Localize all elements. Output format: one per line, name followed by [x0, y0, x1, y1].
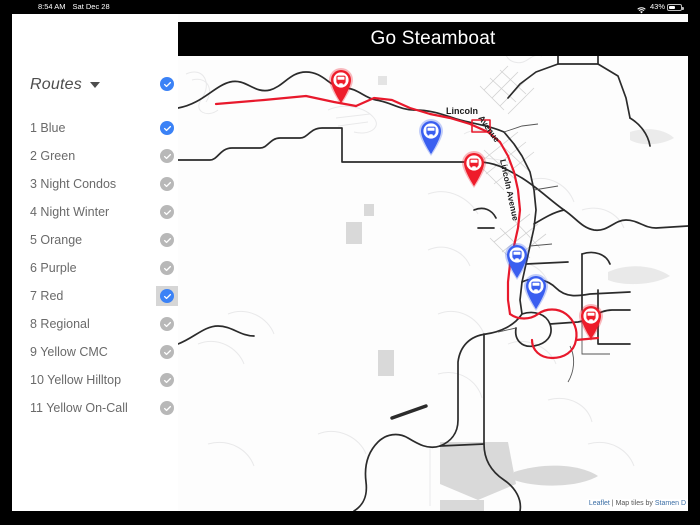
- route-label: 8 Regional: [30, 317, 90, 331]
- routes-group-checkbox[interactable]: [160, 77, 174, 91]
- route-label: 2 Green: [30, 149, 76, 163]
- bus-icon: [336, 75, 346, 85]
- status-bar-right: 43%: [637, 0, 684, 14]
- bus-marker-blue-3[interactable]: [521, 272, 551, 312]
- route-label: 1 Blue: [30, 121, 66, 135]
- wifi-icon: [637, 5, 646, 13]
- route-checkbox[interactable]: [160, 205, 174, 219]
- route-list-item[interactable]: 5 Orange: [30, 226, 178, 254]
- routes-sidebar: Routes 1 Blue 2 Green 3 Night Condos 4 Nigh…: [12, 14, 178, 511]
- bus-marker-red-2[interactable]: [459, 149, 489, 189]
- battery-percent: 43%: [649, 2, 665, 11]
- bus-icon: [586, 311, 596, 321]
- attribution-tiles-label: Map tiles by: [615, 500, 655, 507]
- route-checkbox-slot[interactable]: [156, 342, 178, 362]
- map-terrain-lines: [185, 31, 635, 506]
- route-checkbox[interactable]: [160, 233, 174, 247]
- route-label: 9 Yellow CMC: [30, 345, 108, 359]
- attribution-separator: |: [609, 500, 616, 507]
- attribution-stamen-link[interactable]: Stamen D: [654, 500, 686, 507]
- route-list-item[interactable]: 1 Blue: [30, 114, 178, 142]
- bus-marker-red-1[interactable]: [326, 66, 356, 106]
- route-list-item[interactable]: 4 Night Winter: [30, 198, 178, 226]
- route-list-item[interactable]: 2 Green: [30, 142, 178, 170]
- battery-icon: [667, 3, 684, 11]
- map-container[interactable]: Lincoln Avenue Lincoln Avenue Go Steambo…: [178, 14, 688, 511]
- route-checkbox[interactable]: [160, 373, 174, 387]
- status-time: 8:54 AM: [38, 2, 66, 11]
- route-label: 4 Night Winter: [30, 205, 110, 219]
- route-checkbox-slot[interactable]: [156, 314, 178, 334]
- route-checkbox[interactable]: [160, 289, 174, 303]
- routes-group-header[interactable]: Routes: [30, 72, 178, 98]
- status-date: Sat Dec 28: [72, 2, 110, 11]
- bus-icon: [531, 281, 541, 291]
- route-label: 11 Yellow On-Call: [30, 401, 128, 415]
- bus-icon: [512, 250, 522, 260]
- bus-marker-blue-2[interactable]: [502, 241, 532, 281]
- map-canvas: Lincoln Avenue Lincoln Avenue: [178, 14, 688, 511]
- bus-marker-blue-1[interactable]: [416, 117, 446, 157]
- map-blocks: [346, 76, 674, 511]
- status-bar: 8:54 AM Sat Dec 28 43%: [0, 0, 700, 14]
- battery-indicator: 43%: [649, 0, 684, 14]
- route-checkbox-slot[interactable]: [156, 370, 178, 390]
- route-list-item[interactable]: 7 Red: [30, 282, 178, 310]
- route-checkbox-slot[interactable]: [156, 398, 178, 418]
- route-checkbox-slot[interactable]: [156, 258, 178, 278]
- app-title-bar: Go Steamboat: [178, 22, 688, 56]
- route-label: 3 Night Condos: [30, 177, 117, 191]
- route-list-item[interactable]: 10 Yellow Hilltop: [30, 366, 178, 394]
- route-list-item[interactable]: 3 Night Condos: [30, 170, 178, 198]
- route-list-item[interactable]: 8 Regional: [30, 310, 178, 338]
- route-checkbox-slot[interactable]: [156, 174, 178, 194]
- app-screen: Routes 1 Blue 2 Green 3 Night Condos 4 Nigh…: [12, 14, 688, 511]
- map-secondary-roads: [497, 123, 610, 383]
- route-checkbox-slot[interactable]: [156, 118, 178, 138]
- bus-marker-red-3[interactable]: [576, 302, 606, 342]
- route-list-item[interactable]: 6 Purple: [30, 254, 178, 282]
- route-checkbox[interactable]: [160, 149, 174, 163]
- route-line-red: [214, 94, 600, 360]
- route-list-item[interactable]: 9 Yellow CMC: [30, 338, 178, 366]
- route-label: 5 Orange: [30, 233, 83, 247]
- route-label: 7 Red: [30, 289, 64, 303]
- route-checkbox[interactable]: [160, 177, 174, 191]
- route-checkbox-slot[interactable]: [156, 202, 178, 222]
- route-checkbox[interactable]: [160, 317, 174, 331]
- road-label-lincoln-1: Lincoln: [446, 106, 478, 116]
- routes-group-label: Routes: [30, 76, 82, 93]
- route-checkbox[interactable]: [160, 345, 174, 359]
- page-title: Go Steamboat: [370, 28, 496, 49]
- route-checkbox[interactable]: [160, 121, 174, 135]
- route-list-item[interactable]: 11 Yellow On-Call: [30, 394, 178, 422]
- chevron-down-icon[interactable]: [89, 82, 100, 88]
- route-checkbox-slot[interactable]: [156, 286, 178, 306]
- route-checkbox[interactable]: [160, 401, 174, 415]
- bus-icon: [469, 158, 479, 168]
- map-attribution: Leaflet | Map tiles by Stamen D: [586, 499, 688, 508]
- map-roads: [178, 35, 688, 511]
- route-label: 10 Yellow Hilltop: [30, 373, 122, 387]
- route-label: 6 Purple: [30, 261, 77, 275]
- attribution-leaflet-link[interactable]: Leaflet: [588, 500, 610, 507]
- bus-icon: [426, 126, 436, 136]
- route-checkbox-slot[interactable]: [156, 230, 178, 250]
- route-checkbox-slot[interactable]: [156, 146, 178, 166]
- route-checkbox[interactable]: [160, 261, 174, 275]
- status-bar-left: 8:54 AM Sat Dec 28: [38, 0, 110, 14]
